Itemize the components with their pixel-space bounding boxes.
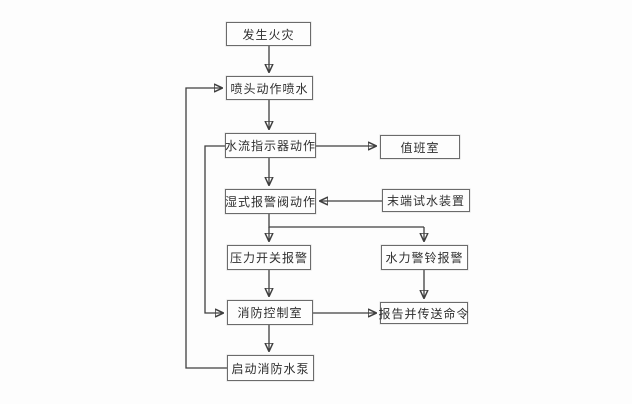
node-label: 启动消防水泵: [231, 361, 310, 376]
node-label: 消防控制室: [237, 306, 303, 320]
node-report-transmit-command: 报告并传送命令: [378, 302, 470, 324]
node-duty-room: 值班室: [380, 135, 460, 159]
node-end-test-water-device: 末端试水装置: [382, 189, 470, 212]
node-fire-occurs: 发生火灾: [226, 22, 311, 46]
node-label: 值班室: [400, 140, 440, 155]
node-fire-control-room: 消防控制室: [227, 300, 313, 325]
node-label: 湿式报警阀动作: [225, 195, 317, 209]
node-label: 水力警铃报警: [385, 251, 464, 265]
node-water-flow-indicator: 水流指示器动作: [225, 133, 316, 158]
node-label: 末端试水装置: [386, 194, 465, 208]
node-label: 报告并传送命令: [378, 306, 470, 321]
edge-flow-feedback-controlroom: [204, 145, 225, 313]
node-label: 喷头动作喷水: [230, 81, 309, 96]
node-sprinkler-head-sprays: 喷头动作喷水: [226, 76, 313, 100]
node-pressure-switch-alarm: 压力开关报警: [227, 245, 311, 270]
edge-pump-feedback-sprinkler: [185, 88, 227, 369]
node-wet-alarm-valve: 湿式报警阀动作: [225, 189, 316, 214]
node-start-fire-pump: 启动消防水泵: [227, 355, 314, 381]
node-label: 发生火灾: [242, 27, 295, 42]
edge-wetvalve-branch-rail: [268, 214, 424, 228]
node-label: 水流指示器动作: [225, 139, 317, 153]
node-hydraulic-bell-alarm: 水力警铃报警: [381, 245, 468, 270]
node-label: 压力开关报警: [229, 251, 308, 265]
